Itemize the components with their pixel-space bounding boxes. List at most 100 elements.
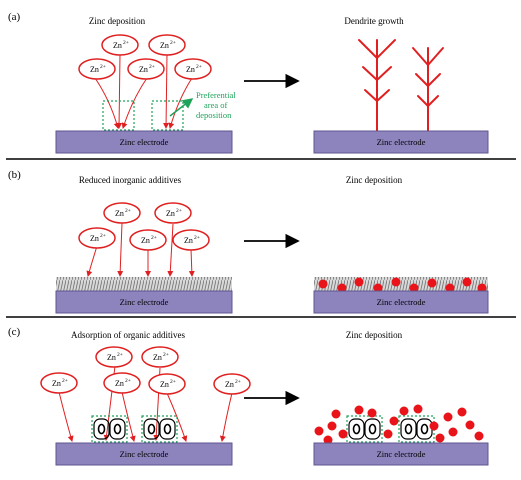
ion-paths-c (58, 365, 233, 442)
zinc-particle (327, 421, 337, 431)
panel-c-right-title: Zinc deposition (346, 330, 403, 340)
panel-a-right-title: Dendrite growth (344, 16, 404, 26)
svg-text:Zn: Zn (166, 209, 175, 218)
svg-text:2+: 2+ (100, 64, 106, 70)
callout-arrow (169, 98, 194, 117)
svg-text:Zn: Zn (115, 379, 124, 388)
zinc-electrode-right (313, 130, 489, 154)
panel-a-left-title: Zinc deposition (89, 16, 146, 26)
zinc-particle (427, 278, 437, 288)
electrode-label: Zinc electrode (120, 297, 169, 307)
zinc-particle (477, 283, 487, 293)
zinc-particle (445, 283, 455, 293)
zinc-particle (389, 416, 399, 426)
ion-paths-a (94, 53, 193, 129)
ion-path (219, 392, 233, 442)
svg-text:Zn: Zn (186, 65, 195, 74)
ion-path (121, 391, 136, 442)
zinc-particle (354, 277, 364, 287)
svg-text:Zn: Zn (225, 380, 234, 389)
electrode-label: Zinc electrode (377, 297, 426, 307)
dendrite (412, 47, 444, 132)
ion-path (121, 77, 148, 129)
svg-text:Zn: Zn (115, 209, 124, 218)
zinc-particle (399, 406, 409, 416)
svg-text:2+: 2+ (194, 235, 200, 241)
panel-b: (b) Reduced inorganic additives Zinc dep… (8, 169, 489, 314)
additive-layer-left (56, 277, 232, 291)
zinc-particle (391, 277, 401, 287)
panel-b-right-title: Zinc deposition (346, 175, 403, 185)
preferential-box (102, 100, 135, 131)
dendrites (358, 39, 444, 132)
svg-text:Zn: Zn (90, 234, 99, 243)
zinc-particle (323, 435, 333, 445)
svg-text:2+: 2+ (170, 379, 176, 385)
zinc-electrode-left (55, 130, 233, 154)
zinc-particle (383, 429, 393, 439)
preferential-box (151, 100, 184, 131)
zinc-electrode-left (55, 442, 233, 466)
ion-path (86, 245, 98, 277)
panel-c-label: (c) (8, 326, 21, 338)
adsorbed-additive-left (91, 415, 178, 443)
svg-text:Zn: Zn (153, 353, 162, 362)
zinc-particle (457, 407, 467, 417)
dendrite (358, 39, 396, 132)
svg-text:Zn: Zn (184, 236, 193, 245)
panel-b-label: (b) (8, 169, 21, 181)
svg-text:Zn: Zn (160, 380, 169, 389)
zinc-particle (367, 408, 377, 418)
zinc-particle (331, 409, 341, 419)
zinc-electrode-left (55, 290, 233, 314)
svg-text:Zn: Zn (107, 353, 116, 362)
svg-text:2+: 2+ (125, 208, 131, 214)
svg-text:2+: 2+ (117, 352, 123, 358)
electrode-label: Zinc electrode (377, 137, 426, 147)
electrode-label: Zinc electrode (120, 449, 169, 459)
svg-text:2+: 2+ (100, 233, 106, 239)
zinc-electrode-right (313, 290, 489, 314)
svg-text:Zn: Zn (52, 379, 61, 388)
panel-b-left-title: Reduced inorganic additives (79, 175, 182, 185)
svg-text:2+: 2+ (151, 235, 157, 241)
zinc-electrode-right (313, 442, 489, 466)
svg-text:Zn: Zn (160, 41, 169, 50)
adsorbed-additive-right (346, 415, 435, 443)
zinc-particle (314, 426, 324, 436)
electrode-label: Zinc electrode (377, 449, 426, 459)
svg-text:2+: 2+ (176, 208, 182, 214)
svg-text:2+: 2+ (170, 40, 176, 46)
svg-text:Zn: Zn (113, 41, 122, 50)
deposited-zinc-particles (318, 277, 487, 293)
zinc-particle (435, 433, 445, 443)
ion-path (117, 222, 124, 277)
callout-text: Preferential area of deposition (196, 90, 238, 120)
zinc-particle (318, 279, 328, 289)
electrode-label: Zinc electrode (120, 137, 169, 147)
ion-path (116, 53, 123, 129)
svg-text:Zn: Zn (90, 65, 99, 74)
ion-path (168, 77, 193, 129)
ion-path (163, 53, 170, 129)
svg-text:2+: 2+ (196, 64, 202, 70)
